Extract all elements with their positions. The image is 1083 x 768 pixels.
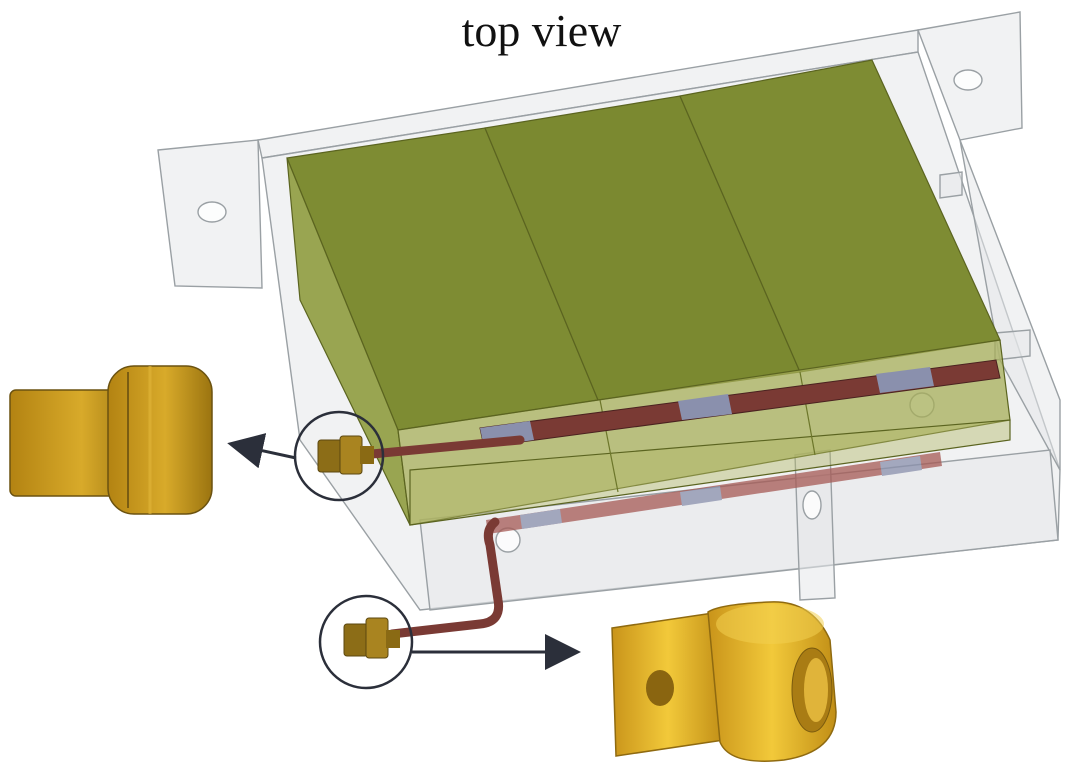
connector-side-hole	[646, 670, 674, 706]
lower-connector-small	[343, 617, 400, 659]
cell-tab	[678, 394, 732, 420]
upper-callout-arrow	[227, 433, 297, 469]
cell-tab	[680, 486, 722, 506]
terminal-connector-enlarged-left	[9, 365, 213, 515]
cell-tab	[520, 509, 562, 529]
diagram-title: top view	[461, 5, 622, 56]
terminal-connector-enlarged-right	[611, 601, 837, 762]
lower-lead-wire	[387, 517, 504, 639]
upper-bus-strip	[367, 359, 1001, 459]
upper-connector-small	[317, 435, 374, 475]
upper-lead-wire	[367, 435, 525, 459]
right-mount-hole	[953, 69, 983, 91]
upper-callout-circle	[293, 410, 385, 502]
lower-bus-strip	[486, 452, 942, 534]
lower-callout-circle	[318, 594, 414, 690]
cell-tab	[880, 456, 922, 476]
left-mount-hole	[197, 201, 227, 223]
cell-tab	[876, 367, 934, 393]
